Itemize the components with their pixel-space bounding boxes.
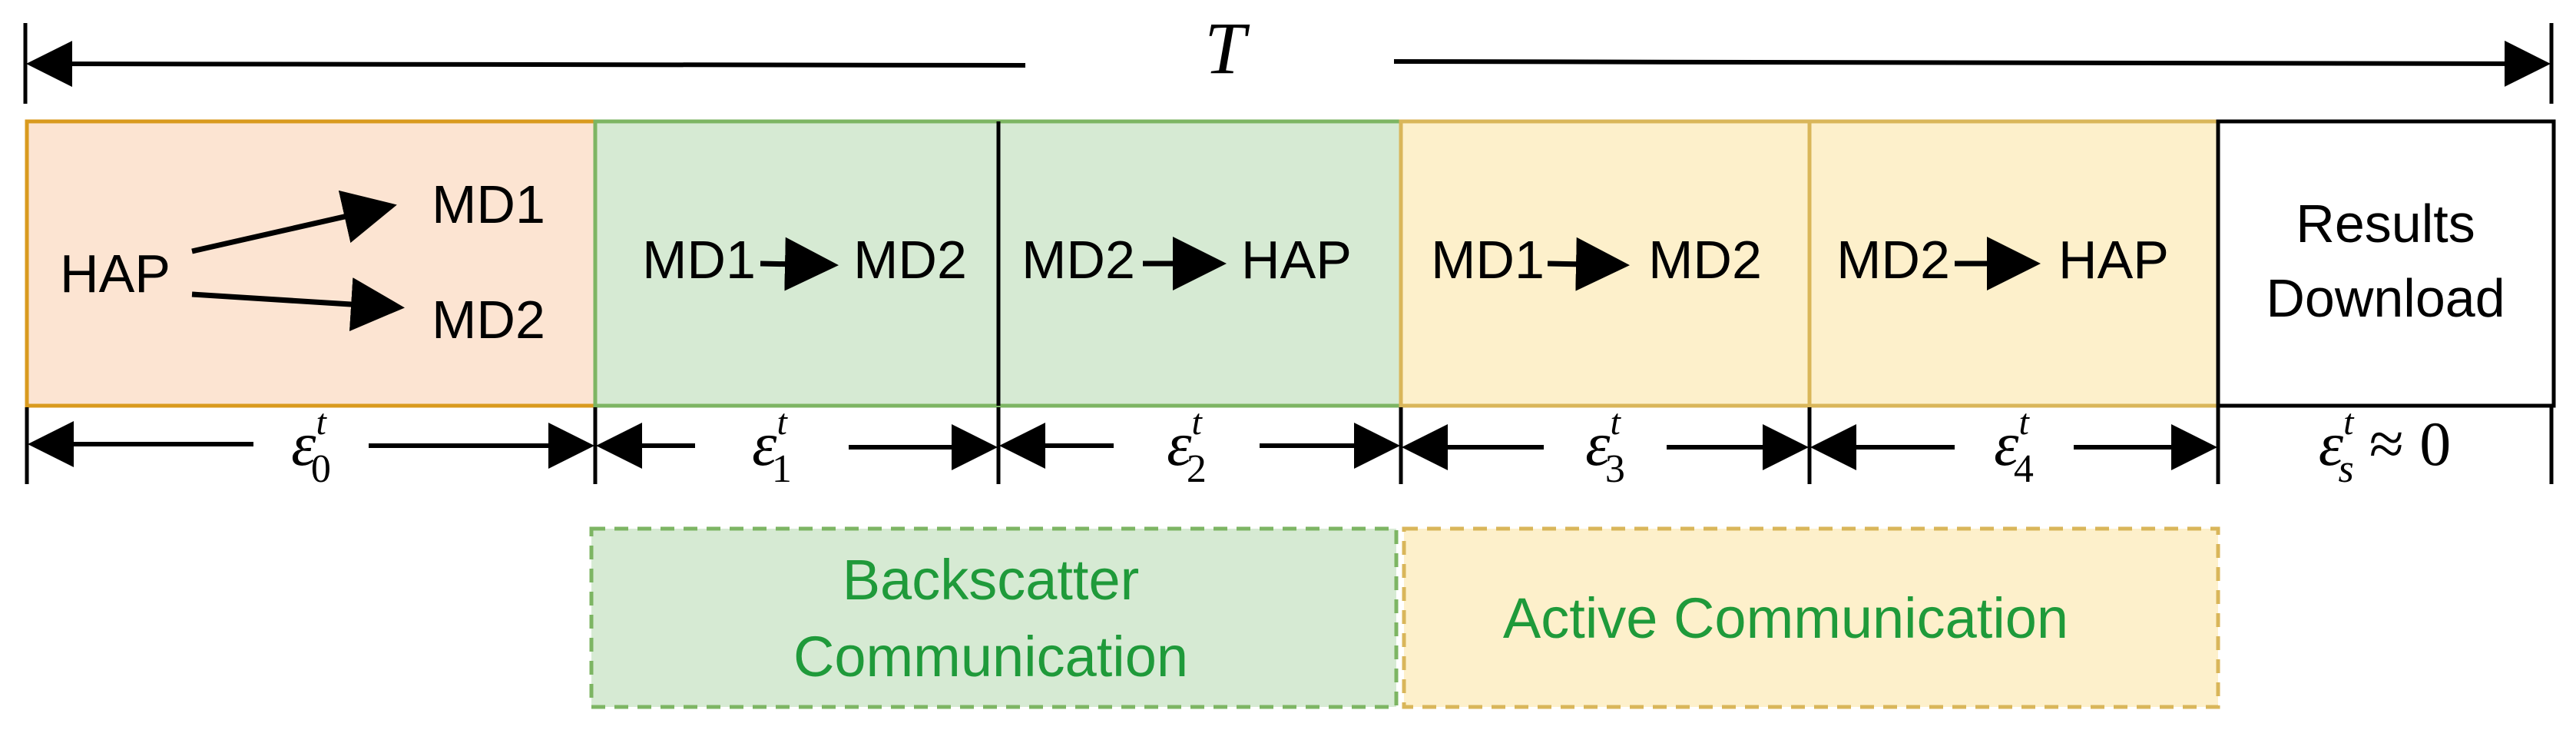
slot-1-arrow	[760, 237, 839, 291]
slot-4-to: HAP	[2058, 230, 2169, 290]
legend: Backscatter Communication Active Communi…	[589, 526, 2220, 709]
slot-4-content: MD2 HAP	[1836, 230, 2169, 290]
slot-4-from: MD2	[1836, 230, 1950, 290]
slot-0-target-2: MD2	[432, 290, 545, 350]
period-label: T	[1204, 7, 1250, 89]
slot-1-from: MD1	[642, 230, 756, 290]
slot-2-from: MD2	[1021, 230, 1135, 290]
period-arrow-left	[26, 41, 1026, 88]
slot-2-content: MD2 HAP	[1021, 230, 1352, 290]
slot-0-target-1: MD1	[432, 174, 545, 234]
slot-2-to: HAP	[1241, 230, 1352, 290]
legend-active-label: Active Communication	[1503, 586, 2068, 650]
slot-0-source: HAP	[60, 244, 171, 304]
slot-0-arrow-2	[191, 277, 405, 331]
slot-3-content: MD1 MD2	[1431, 230, 1762, 291]
period-arrow: T	[23, 7, 2554, 104]
slot-0-arrow-1	[191, 190, 397, 254]
slot-3-to: MD2	[1648, 230, 1762, 290]
slot-3-arrow	[1547, 237, 1630, 291]
slot-5-line-1: Results	[2296, 194, 2475, 254]
slot-5-box	[2216, 119, 2556, 408]
legend-backscatter-box	[589, 526, 1399, 709]
slot-0-content: HAP MD1 MD2	[60, 174, 545, 350]
legend-backscatter-line-1: Backscatter	[843, 548, 1140, 612]
duration-arrows	[25, 407, 2554, 484]
slot-1-content: MD1 MD2	[642, 230, 967, 291]
slot-3-from: MD1	[1431, 230, 1545, 290]
legend-backscatter-line-2: Communication	[793, 625, 1188, 689]
slot-1-to: MD2	[853, 230, 967, 290]
legend-active-box	[1402, 526, 2220, 709]
slot-5-content: Results Download	[2266, 194, 2505, 328]
slot-0-box	[25, 119, 598, 408]
period-arrow-right	[1393, 40, 2551, 87]
slot-5-line-2: Download	[2266, 268, 2505, 328]
